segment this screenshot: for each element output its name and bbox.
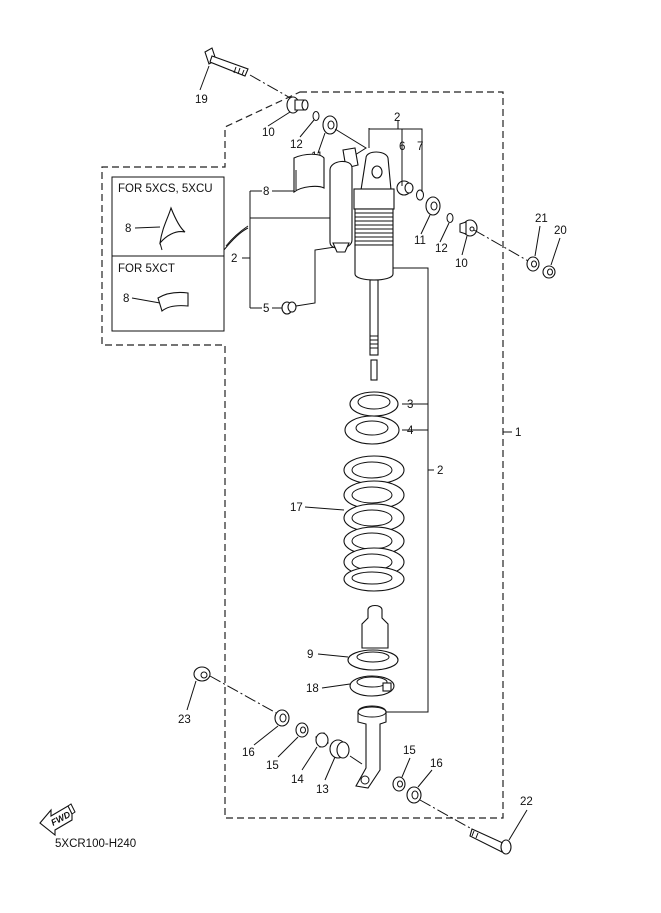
callout-label: 6 [399, 141, 405, 153]
callout-label: 22 [520, 796, 533, 808]
callout-label: 1 [515, 427, 521, 439]
label-sticker-curved [157, 291, 189, 312]
part-10-collar-right: 10 [455, 219, 478, 270]
part-17-spring: 17 [290, 455, 405, 592]
variant-box-title: FOR 5XCT [118, 263, 175, 275]
shock-absorber-body [353, 151, 395, 381]
callout-label: 2 [231, 253, 237, 265]
callout-label: 2 [394, 112, 400, 124]
callout-label: 9 [307, 649, 313, 661]
lower-clevis [355, 705, 387, 789]
callout-label: 19 [195, 94, 208, 106]
part-7-circlip [416, 189, 424, 201]
assembly-boundary [101, 91, 504, 819]
diagram-code: 5XCR100-H240 [55, 838, 136, 850]
callout-label: 3 [407, 399, 413, 411]
callout-label: 16 [430, 758, 443, 770]
part-13-bearing: 13 [316, 739, 350, 796]
part-14-bushing: 14 [291, 732, 329, 786]
callout-label: 10 [455, 258, 468, 270]
part-15-collar-right: 15 [392, 745, 416, 792]
part-16-seal-left: 16 [242, 709, 290, 759]
fwd-direction-icon: FWD [39, 803, 76, 837]
reservoir-cylinder [293, 147, 359, 253]
callout-label: 11 [414, 235, 426, 247]
part-9-spring-guide: 9 [307, 649, 399, 671]
part-10-collar-top: 10 [262, 96, 309, 139]
part-12-oring-top: 12 [290, 111, 320, 151]
callout-label: 15 [266, 760, 279, 772]
part-21-washer: 21 [526, 213, 548, 272]
variant-box-5xcs-5xcu: FOR 5XCS, 5XCU 8 [111, 176, 225, 257]
callout-label: 2 [437, 465, 443, 477]
part-11-bearing-right: 11 [414, 196, 441, 247]
part-6-bushing [396, 180, 414, 196]
callout-label: 8 [263, 186, 269, 198]
variant-box-title: FOR 5XCS, 5XCU [118, 183, 213, 195]
part-12-oring-right: 12 [435, 213, 454, 255]
bump-stop [361, 604, 389, 649]
variant-box-5xct: FOR 5XCT 8 [111, 255, 225, 332]
part-23-nut: 23 [178, 666, 211, 726]
callout-label: 20 [554, 225, 567, 237]
callout-label: 18 [306, 683, 319, 695]
callout-label: 13 [316, 784, 329, 796]
callout-label: 14 [291, 774, 304, 786]
callout-label: 15 [403, 745, 416, 757]
part-16-seal-right: 16 [406, 758, 443, 804]
callout-label: 7 [417, 141, 423, 153]
callout-label: 16 [242, 747, 255, 759]
callout-label: 8 [123, 293, 129, 305]
callout-label: 12 [290, 139, 303, 151]
callout-label: 21 [535, 213, 548, 225]
callout-label: 23 [178, 714, 191, 726]
callout-label: 8 [125, 223, 131, 235]
callout-label: 5 [263, 303, 269, 315]
part-5-valve [281, 301, 297, 315]
callout-label: 10 [262, 127, 275, 139]
part-20-nut: 20 [542, 225, 567, 279]
part-18-spring-seat: 18 [306, 675, 395, 697]
part-15-collar-left: 15 [266, 722, 309, 772]
callout-label: 12 [435, 243, 448, 255]
part-4-adjuster-ring [344, 415, 400, 445]
part-3-locknut [349, 391, 399, 417]
callout-label: 4 [407, 425, 414, 437]
pressure-label-sticker-shape [159, 206, 186, 245]
part-19-bolt: 19 [195, 47, 249, 106]
part-22-bolt: 22 [469, 796, 533, 855]
part-8-label [293, 153, 325, 194]
callout-label: 17 [290, 502, 303, 514]
